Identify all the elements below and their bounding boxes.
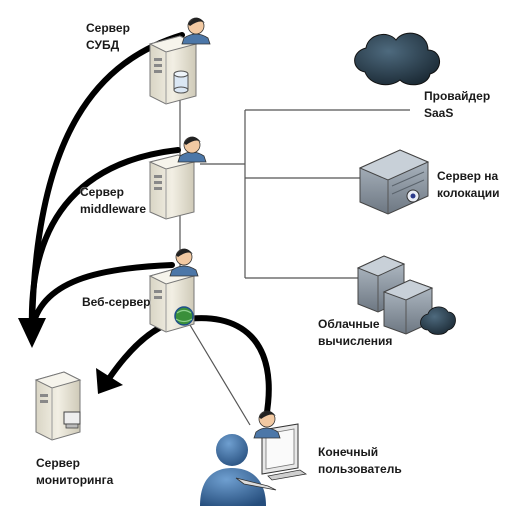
middleware-server-label-line2: middleware xyxy=(80,202,147,216)
monitor-icon xyxy=(63,411,81,429)
middleware-server-node xyxy=(148,136,207,220)
person-icon xyxy=(253,410,281,439)
middleware-server-label: Сервер middleware xyxy=(80,184,146,218)
db-server-label-line1: Сервер xyxy=(86,21,130,35)
rack-server-icon xyxy=(358,149,430,215)
connector-lines xyxy=(179,52,410,426)
end-user-label: Конечный пользователь xyxy=(318,444,402,478)
monitoring-server-label-line2: мониторинга xyxy=(36,473,114,487)
cloud-icon xyxy=(420,306,456,335)
cloud-computing-label: Облачные вычисления xyxy=(318,316,392,350)
globe-icon xyxy=(174,306,194,326)
rack-server-icon xyxy=(382,279,434,335)
arrow-heads xyxy=(18,318,123,394)
monitoring-server-label-line1: Сервер xyxy=(36,456,80,470)
person-icon xyxy=(177,136,207,163)
user-silhouette-icon xyxy=(200,434,266,506)
end-user-label-line2: пользователь xyxy=(318,462,402,476)
person-icon xyxy=(169,248,199,277)
database-cylinder-icon xyxy=(173,70,189,94)
cloud-computing-label-line1: Облачные xyxy=(318,317,380,331)
arrow-head-down xyxy=(18,318,46,348)
end-user-label-line1: Конечный xyxy=(318,445,379,459)
cloud-computing-icon xyxy=(356,255,456,335)
colocation-server-label-line1: Сервер на xyxy=(437,169,499,183)
tower-server-icon xyxy=(34,371,82,441)
web-server-node xyxy=(148,248,199,333)
db-server-node xyxy=(148,17,211,105)
monitoring-server-label: Сервер мониторинга xyxy=(36,455,113,489)
cloud-icon xyxy=(354,32,440,86)
arrow-head-left xyxy=(96,368,123,394)
cloud-computing-label-line2: вычисления xyxy=(318,334,393,348)
saas-provider-label: Провайдер SaaS xyxy=(424,88,490,122)
web-server-label: Веб-сервер xyxy=(82,294,151,311)
colocation-server-label-line2: колокации xyxy=(437,186,500,200)
monitoring-server-node xyxy=(34,371,82,441)
tower-server-icon xyxy=(148,154,196,220)
tower-server-icon xyxy=(148,35,198,105)
db-server-label: Сервер СУБД xyxy=(86,20,130,54)
middleware-server-label-line1: Сервер xyxy=(80,185,124,199)
saas-provider-label-line2: SaaS xyxy=(424,106,454,120)
end-user-node xyxy=(200,410,308,506)
colocation-server-label: Сервер на колокации xyxy=(437,168,499,202)
saas-provider-label-line1: Провайдер xyxy=(424,89,491,103)
db-server-label-line2: СУБД xyxy=(86,38,120,52)
web-server-label-line1: Веб-сервер xyxy=(82,295,151,309)
person-icon xyxy=(181,17,211,45)
